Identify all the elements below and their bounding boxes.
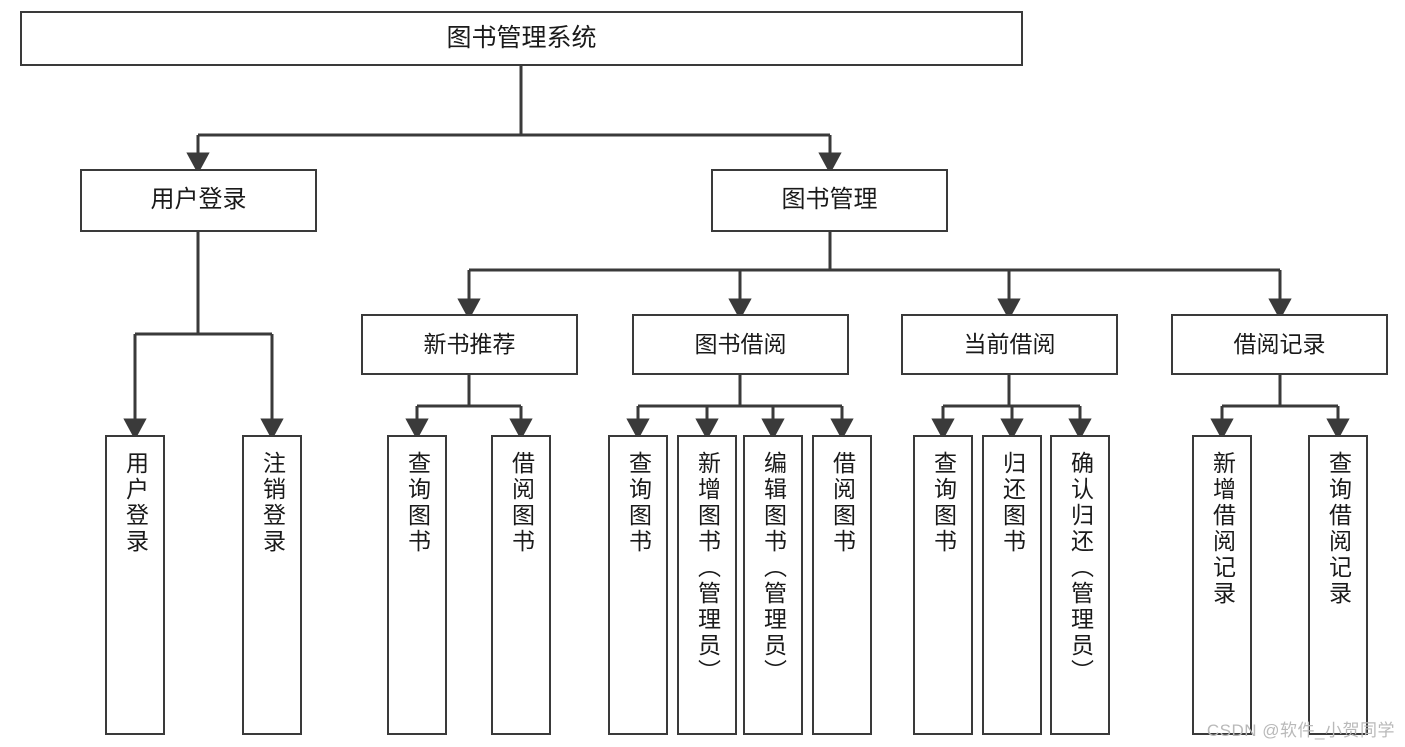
node-leaf-borrow-book-1-label: 借阅图书 xyxy=(508,451,535,555)
node-leaf-add-borrow-record[interactable]: 新增借阅记录 xyxy=(1192,435,1252,735)
node-book-management[interactable]: 图书管理 xyxy=(711,169,948,232)
csdn-watermark: CSDN @软件_小贺同学 xyxy=(1206,721,1395,740)
node-user-login-label: 用户登录 xyxy=(150,186,247,214)
node-leaf-query-book-3-label: 查询图书 xyxy=(930,451,957,555)
node-leaf-user-login[interactable]: 用户登录 xyxy=(105,435,165,735)
node-leaf-query-book-2[interactable]: 查询图书 xyxy=(608,435,668,735)
node-leaf-query-book-1-label: 查询图书 xyxy=(404,451,431,555)
node-leaf-query-book-1[interactable]: 查询图书 xyxy=(387,435,447,735)
node-book-management-label: 图书管理 xyxy=(781,186,878,214)
node-new-book-recommend[interactable]: 新书推荐 xyxy=(361,314,578,375)
node-leaf-query-borrow-record-label: 查询借阅记录 xyxy=(1325,451,1352,607)
node-book-borrow[interactable]: 图书借阅 xyxy=(632,314,849,375)
node-leaf-user-login-label: 用户登录 xyxy=(122,451,149,555)
node-leaf-add-book-admin[interactable]: 新增图书（管理员） xyxy=(677,435,737,735)
node-book-borrow-label: 图书借阅 xyxy=(694,330,787,357)
node-root-label: 图书管理系统 xyxy=(446,23,597,52)
node-leaf-add-book-admin-label: 新增图书（管理员） xyxy=(694,451,721,685)
node-current-borrow-label: 当前借阅 xyxy=(963,330,1056,357)
node-leaf-return-book-label: 归还图书 xyxy=(999,451,1026,555)
node-leaf-borrow-book-2[interactable]: 借阅图书 xyxy=(812,435,872,735)
node-borrow-record-label: 借阅记录 xyxy=(1233,330,1326,357)
node-leaf-query-borrow-record[interactable]: 查询借阅记录 xyxy=(1308,435,1368,735)
node-new-book-recommend-label: 新书推荐 xyxy=(423,330,516,357)
node-root-book-management-system[interactable]: 图书管理系统 xyxy=(20,11,1023,66)
node-leaf-edit-book-admin-label: 编辑图书（管理员） xyxy=(760,451,787,685)
node-leaf-borrow-book-2-label: 借阅图书 xyxy=(829,451,856,555)
node-leaf-borrow-book-1[interactable]: 借阅图书 xyxy=(491,435,551,735)
node-leaf-logout-login-label: 注销登录 xyxy=(259,451,286,555)
node-borrow-record[interactable]: 借阅记录 xyxy=(1171,314,1388,375)
node-leaf-confirm-return-admin[interactable]: 确认归还（管理员） xyxy=(1050,435,1110,735)
node-leaf-edit-book-admin[interactable]: 编辑图书（管理员） xyxy=(743,435,803,735)
node-user-login[interactable]: 用户登录 xyxy=(80,169,317,232)
node-leaf-query-book-2-label: 查询图书 xyxy=(625,451,652,555)
node-current-borrow[interactable]: 当前借阅 xyxy=(901,314,1118,375)
node-leaf-query-book-3[interactable]: 查询图书 xyxy=(913,435,973,735)
node-leaf-add-borrow-record-label: 新增借阅记录 xyxy=(1209,451,1236,607)
node-leaf-return-book[interactable]: 归还图书 xyxy=(982,435,1042,735)
node-leaf-logout-login[interactable]: 注销登录 xyxy=(242,435,302,735)
node-leaf-confirm-return-admin-label: 确认归还（管理员） xyxy=(1067,451,1094,685)
